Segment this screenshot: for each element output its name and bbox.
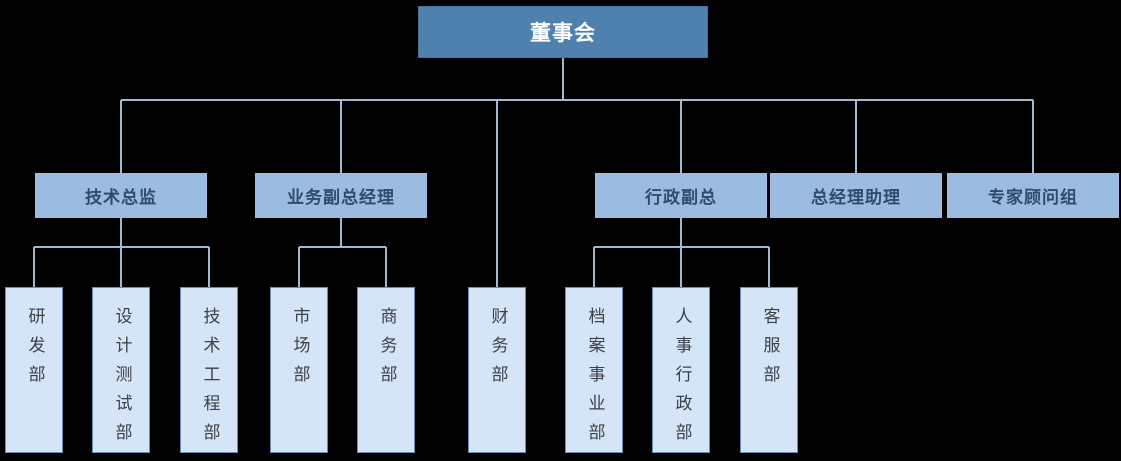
org-node-archives-dept[interactable]: 档案事业部	[565, 287, 623, 453]
org-node-gm-assistant-label: 总经理助理	[811, 188, 901, 208]
org-node-finance-dept-label: 财务部	[487, 307, 508, 394]
org-node-rnd-dept-label: 研发部	[24, 307, 45, 394]
org-node-admin-deputy-label: 行政副总	[645, 188, 717, 208]
org-node-marketing-dept[interactable]: 市场部	[270, 287, 328, 453]
org-node-commerce-dept[interactable]: 商务部	[357, 287, 415, 453]
org-node-commerce-dept-label: 商务部	[376, 307, 397, 394]
org-node-design-test-dept[interactable]: 设计测试部	[92, 287, 150, 453]
org-node-tech-engineering-dept[interactable]: 技术工程部	[180, 287, 238, 453]
org-node-tech-engineering-dept-label: 技术工程部	[199, 307, 220, 452]
org-node-board[interactable]: 董事会	[418, 6, 708, 58]
org-node-expert-advisory-group[interactable]: 专家顾问组	[947, 173, 1119, 218]
org-node-admin-deputy[interactable]: 行政副总	[595, 173, 767, 218]
org-node-business-deputy-gm-label: 业务副总经理	[287, 188, 395, 208]
org-node-design-test-dept-label: 设计测试部	[111, 307, 132, 452]
org-node-archives-dept-label: 档案事业部	[584, 307, 605, 452]
org-node-hr-admin-dept-label: 人事行政部	[671, 307, 692, 452]
org-node-customer-service-dept[interactable]: 客服部	[740, 287, 798, 453]
org-node-tech-director[interactable]: 技术总监	[35, 173, 207, 218]
org-node-tech-director-label: 技术总监	[85, 188, 157, 208]
org-node-customer-service-dept-label: 客服部	[759, 307, 780, 394]
connector-business-group	[298, 218, 387, 287]
org-node-hr-admin-dept[interactable]: 人事行政部	[652, 287, 710, 453]
org-node-business-deputy-gm[interactable]: 业务副总经理	[255, 173, 427, 218]
org-node-finance-dept[interactable]: 财务部	[468, 287, 526, 453]
connector-admin-group	[593, 218, 770, 287]
org-node-board-label: 董事会	[530, 21, 596, 45]
connector-l2-drops	[120, 100, 1034, 173]
org-node-rnd-dept[interactable]: 研发部	[5, 287, 63, 453]
connector-tech-group	[33, 218, 210, 287]
org-node-gm-assistant[interactable]: 总经理助理	[770, 173, 942, 218]
org-node-expert-advisory-group-label: 专家顾问组	[988, 188, 1078, 208]
org-node-marketing-dept-label: 市场部	[289, 307, 310, 394]
